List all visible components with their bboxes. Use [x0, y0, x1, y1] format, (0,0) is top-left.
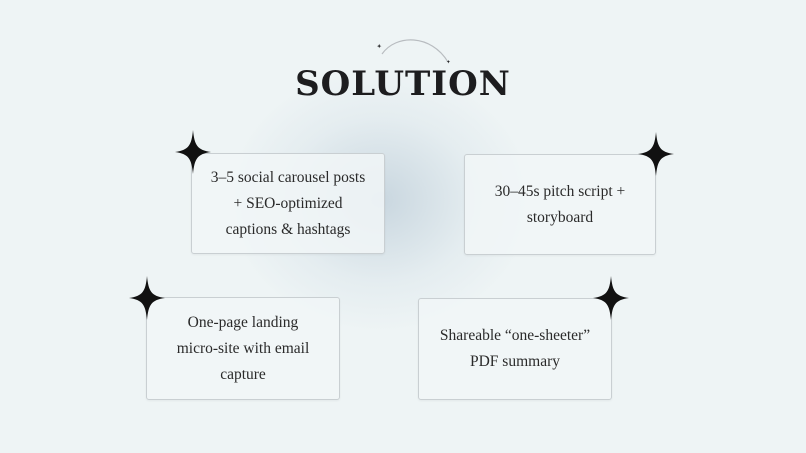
card-text: Shareable “one-sheeter” PDF summary — [440, 323, 590, 375]
solution-card-landing-site: One-page landing micro-site with email c… — [146, 297, 340, 400]
card-text: 3–5 social carousel posts + SEO-optimize… — [211, 165, 366, 243]
card-line: captions & hashtags — [225, 220, 351, 238]
card-line: capture — [220, 365, 266, 383]
card-line: 3–5 social carousel posts — [210, 168, 366, 186]
four-point-star-icon — [593, 276, 629, 320]
solution-card-carousel-posts: 3–5 social carousel posts + SEO-optimize… — [191, 153, 385, 254]
card-line: 30–45s pitch script + — [494, 182, 626, 200]
solution-card-one-sheeter: Shareable “one-sheeter” PDF summary — [418, 298, 612, 400]
card-line: One-page landing — [187, 313, 299, 331]
slide-title: SOLUTION — [295, 64, 511, 104]
card-line: Shareable “one-sheeter” — [439, 327, 591, 344]
card-line: PDF summary — [469, 353, 560, 370]
card-line: storyboard — [526, 208, 594, 226]
solution-card-pitch-script: 30–45s pitch script + storyboard — [464, 154, 656, 255]
card-line: + SEO-optimized — [233, 194, 343, 212]
card-line: micro-site with email — [176, 339, 310, 357]
four-point-star-icon — [638, 132, 674, 176]
sparkle-arc-icon — [377, 39, 451, 64]
four-point-star-icon — [175, 130, 211, 174]
four-point-star-icon — [129, 276, 165, 320]
card-text: 30–45s pitch script + storyboard — [495, 179, 626, 231]
card-text: One-page landing micro-site with email c… — [177, 310, 310, 388]
